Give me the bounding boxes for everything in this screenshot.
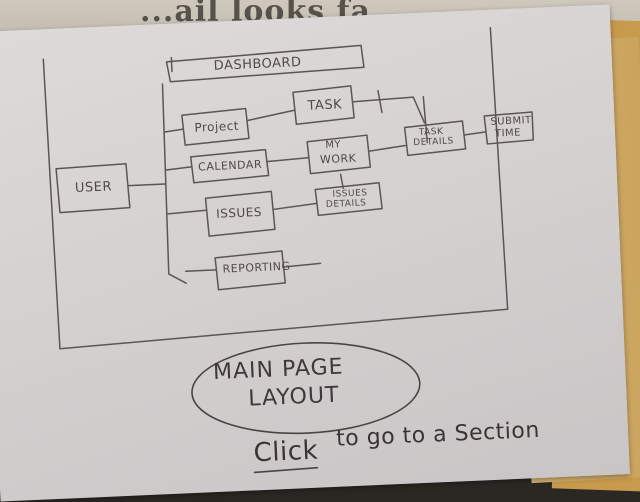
issues-box [204, 190, 276, 237]
node-calendar[interactable]: CALENDAR [197, 157, 263, 174]
sketch-paper: DASHBOARD Project TASK CALENDAR MY WORK … [0, 4, 630, 502]
node-project[interactable]: Project [194, 118, 240, 135]
node-my-work-line2[interactable]: WORK [319, 151, 357, 167]
node-dashboard[interactable]: DASHBOARD [213, 54, 302, 74]
title-line1: MAIN PAGE [212, 354, 345, 386]
click-underline [253, 466, 319, 474]
title-line2: LAYOUT [247, 382, 340, 412]
task-box [292, 85, 355, 126]
edge-user-dashboard [128, 183, 166, 187]
node-submit-time-line1[interactable]: SUBMIT [490, 114, 532, 128]
issues-details-box [314, 181, 383, 217]
title-ellipse [191, 342, 421, 435]
click-link[interactable]: Click [253, 435, 319, 469]
node-my-work-line1[interactable]: MY [325, 139, 342, 152]
reporting-box [214, 250, 287, 291]
node-user[interactable]: USER [74, 179, 113, 196]
page-frame [42, 26, 509, 350]
section-bracket [161, 83, 187, 284]
wireframe-sketch [42, 26, 535, 474]
calendar-box [189, 148, 270, 184]
node-reporting[interactable]: REPORTING [222, 259, 291, 276]
user-box [55, 162, 131, 214]
node-issues[interactable]: ISSUES [215, 204, 263, 221]
dashboard-box [165, 44, 365, 83]
node-task[interactable]: TASK [307, 97, 343, 114]
task-details-box [403, 120, 467, 157]
my-work-box [306, 134, 372, 175]
node-task-details-line2[interactable]: DETAILS [413, 136, 454, 149]
node-issues-details-line2[interactable]: DETAILS [325, 198, 367, 211]
project-box [181, 107, 250, 146]
submit-time-box [483, 111, 535, 145]
node-submit-time-line2[interactable]: TIME [494, 127, 522, 140]
